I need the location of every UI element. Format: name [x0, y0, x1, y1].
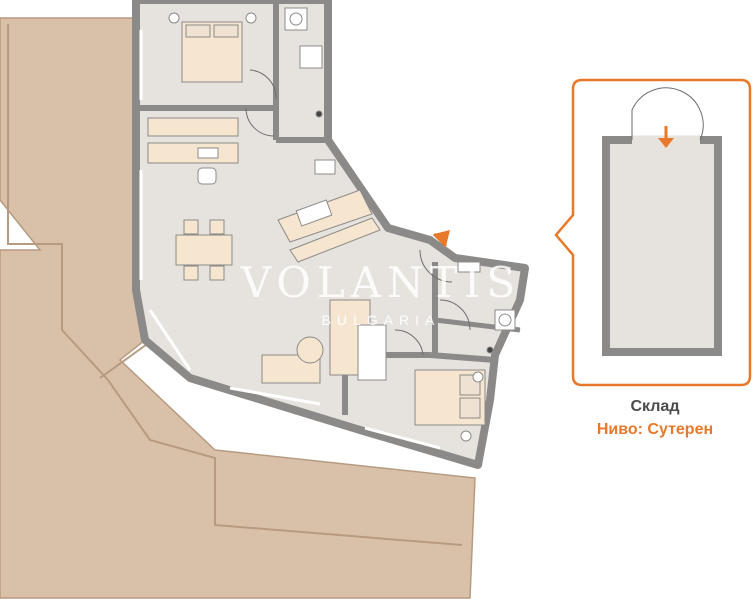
living-room-furniture [261, 299, 387, 384]
kitchen [277, 159, 381, 263]
desk [147, 142, 239, 185]
storage-level: Ниво: Сутерен [596, 421, 714, 438]
bathroom-2-fixtures [457, 261, 516, 354]
door-swings [245, 69, 471, 356]
dining-table [175, 219, 233, 281]
storage-callout [554, 78, 752, 387]
storage-entrance-arrow-icon [658, 126, 674, 148]
storage-title: Склад [630, 398, 680, 415]
bedroom-1-furniture [147, 12, 257, 137]
bedroom-2-furniture [414, 369, 486, 442]
entrance-arrow-icon [432, 230, 450, 248]
bathroom-1-fixtures [284, 7, 323, 118]
storage-room [602, 136, 722, 356]
